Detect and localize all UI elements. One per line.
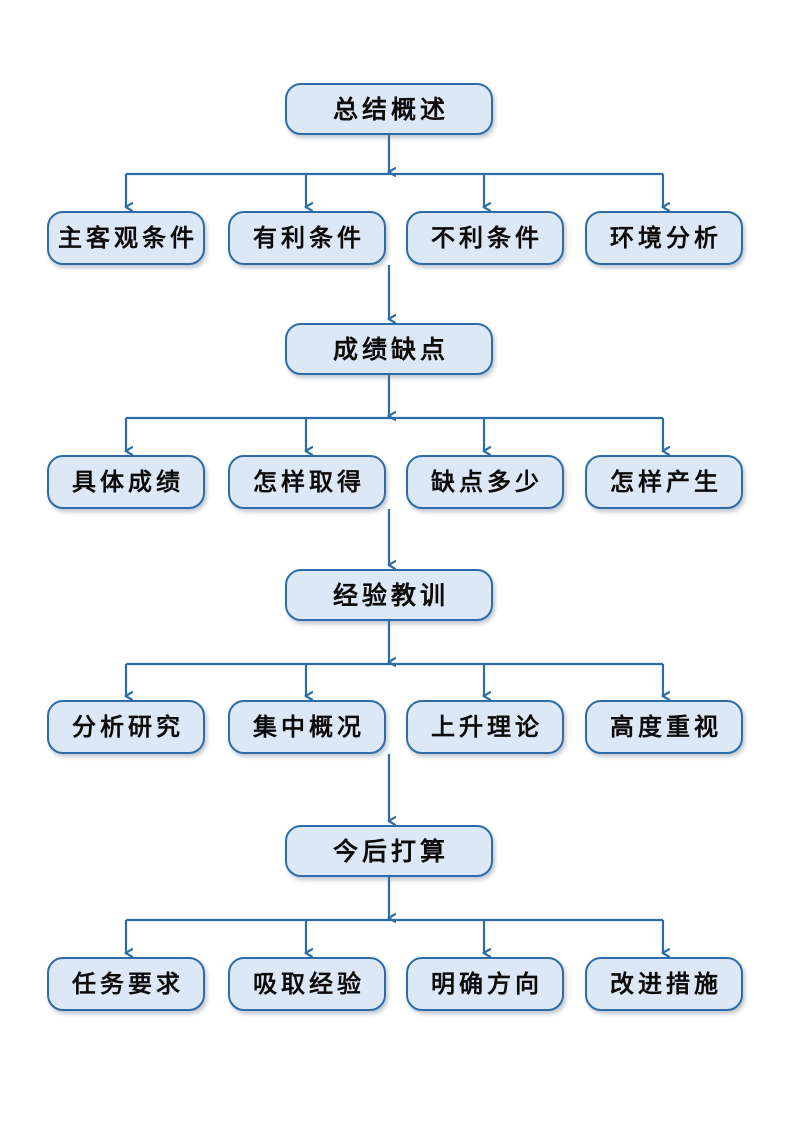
stage-node-3[interactable]: 今后打算	[285, 825, 493, 877]
leaf-node-0-3[interactable]: 环境分析	[585, 211, 743, 265]
leaf-node-1-0-label: 具体成绩	[72, 468, 184, 496]
leaf-node-0-2[interactable]: 不利条件	[406, 211, 564, 265]
leaf-node-3-2[interactable]: 明确方向	[406, 957, 564, 1011]
leaf-node-0-1-label: 有利条件	[253, 224, 365, 252]
leaf-node-2-1[interactable]: 集中概况	[228, 700, 386, 754]
leaf-node-0-2-label: 不利条件	[431, 224, 543, 252]
leaf-node-2-3-label: 高度重视	[610, 713, 722, 741]
stage-node-0[interactable]: 总结概述	[285, 83, 493, 135]
leaf-node-0-3-label: 环境分析	[610, 224, 722, 252]
stage-node-2[interactable]: 经验教训	[285, 569, 493, 621]
leaf-node-3-2-label: 明确方向	[431, 970, 543, 998]
leaf-node-3-3[interactable]: 改进措施	[585, 957, 743, 1011]
leaf-node-1-3-label: 怎样产生	[610, 468, 722, 496]
stage-node-3-label: 今后打算	[332, 836, 449, 866]
leaf-node-3-0-label: 任务要求	[72, 970, 184, 998]
leaf-node-0-1[interactable]: 有利条件	[228, 211, 386, 265]
leaf-node-0-0[interactable]: 主客观条件	[47, 211, 205, 265]
leaf-node-3-1-label: 吸取经验	[253, 970, 365, 998]
stage-node-2-label: 经验教训	[332, 580, 449, 610]
leaf-node-3-3-label: 改进措施	[610, 970, 722, 998]
leaf-node-2-0-label: 分析研究	[72, 713, 184, 741]
leaf-node-1-3[interactable]: 怎样产生	[585, 455, 743, 509]
stage-node-0-label: 总结概述	[332, 94, 449, 124]
leaf-node-1-1-label: 怎样取得	[253, 468, 365, 496]
leaf-node-2-1-label: 集中概况	[253, 713, 365, 741]
leaf-node-1-2-label: 缺点多少	[431, 468, 543, 496]
leaf-node-2-2[interactable]: 上升理论	[406, 700, 564, 754]
stage-node-1-label: 成绩缺点	[332, 334, 449, 364]
stage-node-1[interactable]: 成绩缺点	[285, 323, 493, 375]
leaf-node-2-3[interactable]: 高度重视	[585, 700, 743, 754]
leaf-node-2-0[interactable]: 分析研究	[47, 700, 205, 754]
leaf-node-1-0[interactable]: 具体成绩	[47, 455, 205, 509]
leaf-node-0-0-label: 主客观条件	[58, 224, 198, 252]
leaf-node-3-1[interactable]: 吸取经验	[228, 957, 386, 1011]
leaf-node-3-0[interactable]: 任务要求	[47, 957, 205, 1011]
leaf-node-1-2[interactable]: 缺点多少	[406, 455, 564, 509]
leaf-node-2-2-label: 上升理论	[431, 713, 543, 741]
leaf-node-1-1[interactable]: 怎样取得	[228, 455, 386, 509]
